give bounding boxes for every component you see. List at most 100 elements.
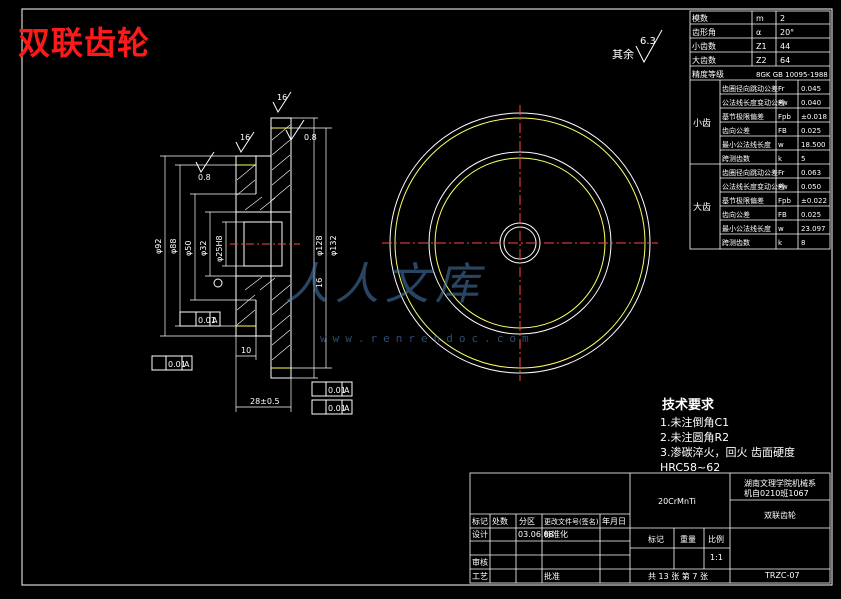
param-name: 小齿数 bbox=[692, 41, 716, 51]
hdr-4: 年月日 bbox=[602, 516, 626, 526]
design-date: 03.06.08 bbox=[518, 530, 554, 539]
hdr-2: 分区 bbox=[519, 517, 535, 526]
sheets: 共 13 张 第 7 张 bbox=[648, 571, 708, 581]
title-block-text: 20CrMnTi 湖南文理学院机械系 机自0210班1067 双联齿轮 TRZC… bbox=[472, 478, 816, 581]
param-symbol: Fr bbox=[778, 169, 785, 177]
part-name: 双联齿轮 bbox=[764, 510, 796, 520]
param-symbol: FB bbox=[778, 127, 787, 135]
param-value: 0.025 bbox=[801, 127, 821, 135]
std-label: 标准化 bbox=[544, 529, 568, 539]
param-symbol: Fw bbox=[778, 99, 788, 107]
tol-1: 0.01 bbox=[198, 316, 216, 325]
param-value: 2 bbox=[780, 14, 785, 23]
design-label: 设计 bbox=[472, 529, 488, 539]
hdr-1: 处数 bbox=[492, 516, 508, 526]
param-symbol: Fpb bbox=[778, 113, 791, 121]
dim-w10: 10 bbox=[241, 346, 251, 355]
param-value: 0.040 bbox=[801, 99, 821, 107]
scale: 1:1 bbox=[710, 553, 723, 562]
material: 20CrMnTi bbox=[658, 497, 696, 506]
param-value: 23.097 bbox=[801, 225, 826, 233]
param-value: 44 bbox=[780, 42, 790, 51]
param-value: 0.025 bbox=[801, 211, 821, 219]
hdr-0: 标记 bbox=[472, 516, 488, 526]
title-block bbox=[469, 472, 831, 584]
dim-d32: φ32 bbox=[199, 241, 208, 256]
section-dimensions: φ92 φ88 φ50 φ32 φ25H8 φ128 φ132 10 28±0.… bbox=[154, 93, 350, 413]
rough-16a: 16 bbox=[277, 93, 287, 102]
school: 湖南文理学院机械系 bbox=[744, 478, 816, 488]
process-label: 工艺 bbox=[472, 572, 488, 581]
param-value: 8GK GB 10095-1988 bbox=[756, 71, 828, 79]
param-symbol: Fpb bbox=[778, 197, 791, 205]
param-name: 模数 bbox=[692, 13, 708, 23]
class: 机自0210班1067 bbox=[744, 488, 809, 498]
param-value: 64 bbox=[780, 56, 790, 65]
drawing-title: 双联齿轮 bbox=[18, 24, 151, 62]
dim-d132: φ132 bbox=[329, 235, 338, 256]
hdr-3: 更改文件号(签名) bbox=[544, 517, 599, 526]
param-value: ±0.018 bbox=[801, 113, 827, 121]
param-name: 齿圈径向跳动公差 bbox=[722, 84, 778, 93]
tol-ref-1: A bbox=[212, 316, 218, 325]
param-name: 大齿数 bbox=[692, 55, 716, 65]
tech-item: 3.渗碳淬火，回火 齿面硬度HRC58~62 bbox=[660, 446, 795, 474]
param-value: 20° bbox=[780, 28, 794, 37]
param-value: 18.500 bbox=[801, 141, 826, 149]
rough-08b: 0.8 bbox=[304, 133, 317, 142]
param-name: 公法线长度变动公差 bbox=[722, 182, 785, 191]
drawing-no: TRZC-07 bbox=[764, 571, 800, 580]
param-value: 0.045 bbox=[801, 85, 821, 93]
dim-d25: φ25H8 bbox=[215, 235, 224, 262]
dim-d88: φ88 bbox=[169, 239, 178, 254]
param-symbol: k bbox=[778, 239, 783, 247]
review-label: 审核 bbox=[472, 557, 488, 567]
param-name: 齿向公差 bbox=[722, 126, 750, 135]
dim-d50: φ50 bbox=[184, 241, 193, 256]
rough-16b: 16 bbox=[240, 133, 250, 142]
dim-d92: φ92 bbox=[154, 239, 163, 254]
tol-2: 0.01 bbox=[168, 360, 186, 369]
param-name: 齿向公差 bbox=[722, 210, 750, 219]
params-text: 模数 m 2 齿形角 α 20° 小齿数 Z1 44 大齿数 Z2 64 精度等级 8GK GB 1009… bbox=[692, 13, 828, 247]
param-symbol: Fr bbox=[778, 85, 785, 93]
param-symbol: Z1 bbox=[756, 42, 767, 51]
param-symbol: m bbox=[756, 14, 764, 23]
param-value: 5 bbox=[801, 155, 805, 163]
param-name: 齿形角 bbox=[692, 27, 716, 37]
param-symbol: α bbox=[756, 28, 761, 37]
param-name: 基节极限偏差 bbox=[722, 196, 764, 205]
front-view bbox=[382, 105, 658, 381]
big-gear-label: 大齿 bbox=[693, 201, 711, 213]
params-table bbox=[689, 10, 831, 250]
param-name: 基节极限偏差 bbox=[722, 112, 764, 121]
rough-16c: 16 bbox=[315, 278, 324, 288]
tech-item: 2.未注圆角R2 bbox=[660, 431, 730, 444]
section-view bbox=[151, 91, 353, 415]
weight-label: 重量 bbox=[680, 534, 696, 544]
param-name: 最小公法线长度 bbox=[722, 140, 771, 149]
rough-08a: 0.8 bbox=[198, 173, 211, 182]
watermark: 人人文库 bbox=[285, 259, 485, 310]
tol-3: 0.01 bbox=[328, 386, 346, 395]
param-name: 公法线长度变动公差 bbox=[722, 98, 785, 107]
tol-ref-2: A bbox=[184, 360, 190, 369]
param-name: 跨测齿数 bbox=[722, 154, 750, 163]
tol-ref-4: A bbox=[344, 404, 350, 413]
small-gear-label: 小齿 bbox=[693, 118, 711, 129]
param-symbol: Z2 bbox=[756, 56, 767, 65]
param-name: 精度等级 bbox=[692, 69, 724, 79]
param-symbol: Fw bbox=[778, 183, 788, 191]
param-symbol: FB bbox=[778, 211, 787, 219]
param-symbol: w bbox=[778, 225, 784, 233]
param-value: 0.050 bbox=[801, 183, 821, 191]
param-symbol: w bbox=[778, 141, 784, 149]
param-name: 跨测齿数 bbox=[722, 238, 750, 247]
param-value: 0.063 bbox=[801, 169, 821, 177]
marks-label: 标记 bbox=[648, 534, 664, 544]
tol-ref-3: A bbox=[344, 386, 350, 395]
param-name: 齿圈径向跳动公差 bbox=[722, 168, 778, 177]
param-name: 最小公法线长度 bbox=[722, 224, 771, 233]
tech-item: 1.未注倒角C1 bbox=[660, 416, 730, 429]
